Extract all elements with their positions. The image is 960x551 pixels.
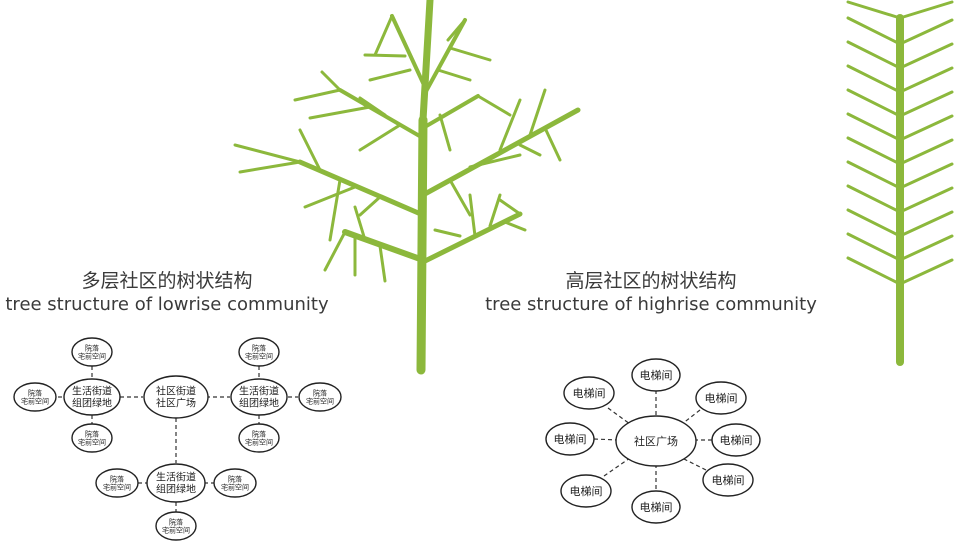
- rib-right: [898, 186, 954, 214]
- elevator-label: 电梯间: [640, 369, 673, 382]
- branching-tree-illustration: [233, 0, 581, 375]
- street-label: 生活街道组团绿地: [72, 385, 112, 410]
- elevator-label: 电梯间: [570, 485, 603, 498]
- courtyard-label: 院落宅前空间: [245, 429, 273, 446]
- elevator-label: 电梯间: [640, 501, 673, 514]
- elevator-node: [631, 490, 681, 524]
- rib-left: [846, 40, 902, 70]
- courtyard-label: 院落宅前空间: [103, 474, 131, 491]
- rib-right: [898, 210, 954, 238]
- courtyard-label: 院落宅前空间: [306, 388, 334, 405]
- courtyard-node: [298, 382, 342, 412]
- courtyard-label: 院落宅前空间: [21, 388, 49, 405]
- courtyard-label: 院落宅前空间: [245, 343, 273, 360]
- elevator-node: [563, 376, 615, 410]
- courtyard-node: [238, 423, 280, 453]
- lowrise-network-diagram: 社区街道社区广场生活街道组团绿地生活街道组团绿地生活街道组团绿地院落宅前空间院落…: [13, 337, 342, 541]
- lowrise-title-zh: 多层社区的树状结构: [81, 270, 253, 292]
- rib-left: [846, 64, 902, 94]
- highrise-connectors: [593, 390, 716, 492]
- rib-right: [898, 18, 954, 46]
- highrise-title-zh: 高层社区的树状结构: [565, 270, 737, 292]
- rib-right: [898, 90, 954, 118]
- highrise-nodes: [545, 358, 761, 524]
- elevator-label: 电梯间: [705, 392, 738, 405]
- elevator-label: 电梯间: [573, 387, 606, 400]
- rib-right: [898, 114, 954, 142]
- highrise-center-node: [615, 415, 697, 467]
- courtyard-node: [155, 511, 197, 541]
- rib-right: [898, 42, 954, 70]
- rib-left: [846, 160, 902, 190]
- highrise-caption: 高层社区的树状结构 tree structure of highrise com…: [482, 269, 820, 317]
- street-node: [146, 463, 206, 503]
- elevator-node: [695, 381, 747, 415]
- lowrise-center-node: [143, 375, 209, 419]
- elevator-label: 电梯间: [554, 433, 587, 446]
- rib-left: [846, 112, 902, 142]
- rib-left: [846, 136, 902, 166]
- rib-right: [898, 234, 954, 262]
- elevator-label: 电梯间: [720, 434, 753, 447]
- courtyard-node: [213, 468, 257, 498]
- lowrise-title-en: tree structure of lowrise community: [5, 294, 329, 315]
- rib-left: [846, 232, 902, 262]
- rib-right: [898, 162, 954, 190]
- lowrise-node-labels: 社区街道社区广场生活街道组团绿地生活街道组团绿地生活街道组团绿地院落宅前空间院落…: [21, 343, 334, 534]
- elevator-node: [560, 474, 612, 508]
- lowrise-nodes: [13, 337, 342, 541]
- highrise-node-labels: 社区广场电梯间电梯间电梯间电梯间电梯间电梯间电梯间电梯间: [554, 369, 753, 514]
- rib-right: [898, 138, 954, 166]
- rib-left: [846, 208, 902, 238]
- lowrise-center-label: 社区街道社区广场: [156, 385, 196, 410]
- courtyard-node: [71, 337, 113, 367]
- rib-left: [846, 184, 902, 214]
- courtyard-label: 院落宅前空间: [78, 429, 106, 446]
- elevator-node: [631, 358, 681, 392]
- rib-right: [898, 258, 954, 286]
- courtyard-label: 院落宅前空间: [78, 343, 106, 360]
- courtyard-node: [13, 382, 57, 412]
- courtyard-node: [95, 468, 139, 498]
- elevator-node: [545, 422, 595, 456]
- courtyard-label: 院落宅前空间: [221, 474, 249, 491]
- elevator-node: [711, 423, 761, 457]
- elevator-label: 电梯间: [712, 474, 745, 487]
- street-node: [63, 378, 121, 416]
- highrise-title-en: tree structure of highrise community: [485, 294, 817, 315]
- lowrise-connectors: [58, 366, 298, 512]
- courtyard-node: [71, 423, 113, 453]
- street-node: [230, 378, 288, 416]
- courtyard-node: [238, 337, 280, 367]
- lowrise-caption: 多层社区的树状结构 tree structure of lowrise comm…: [0, 269, 334, 317]
- rib-left: [846, 16, 902, 46]
- fishbone-spine-illustration: [846, 0, 954, 366]
- rib-left: [846, 88, 902, 118]
- street-label: 生活街道组团绿地: [156, 471, 196, 496]
- elevator-node: [702, 463, 754, 497]
- courtyard-label: 院落宅前空间: [162, 517, 190, 534]
- rib-left: [846, 256, 902, 286]
- street-label: 生活街道组团绿地: [239, 385, 279, 410]
- highrise-center-label: 社区广场: [634, 434, 678, 448]
- highrise-network-diagram: 社区广场电梯间电梯间电梯间电梯间电梯间电梯间电梯间电梯间: [545, 358, 761, 524]
- rib-right: [898, 66, 954, 94]
